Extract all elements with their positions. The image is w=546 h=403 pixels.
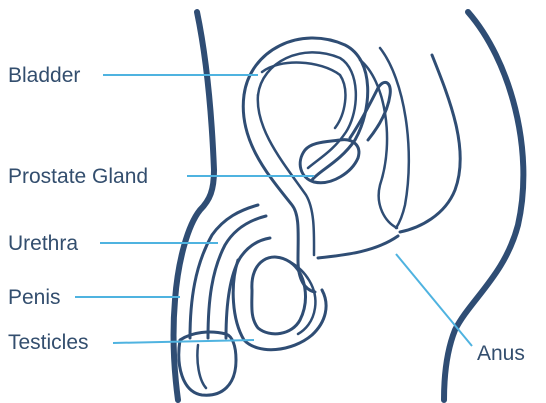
testicle-outline — [252, 257, 306, 334]
prostate-label: Prostate Gland — [8, 166, 148, 187]
urethra-label: Urethra — [8, 233, 78, 254]
scrotum-outline — [233, 260, 326, 350]
anus-label: Anus — [477, 343, 525, 364]
bladder-inner-outline — [258, 52, 356, 168]
penis-label: Penis — [8, 287, 61, 308]
anus-leader-line — [396, 254, 472, 346]
epididymis — [290, 262, 315, 334]
bladder-label: Bladder — [8, 65, 80, 86]
perineum-outline — [318, 236, 398, 258]
penis-shaft-outline — [190, 205, 258, 338]
bladder-lumen — [262, 63, 345, 128]
bladder-outline — [244, 38, 368, 180]
penis-glans-inner — [197, 345, 206, 388]
testicles-label: Testicles — [8, 332, 89, 353]
